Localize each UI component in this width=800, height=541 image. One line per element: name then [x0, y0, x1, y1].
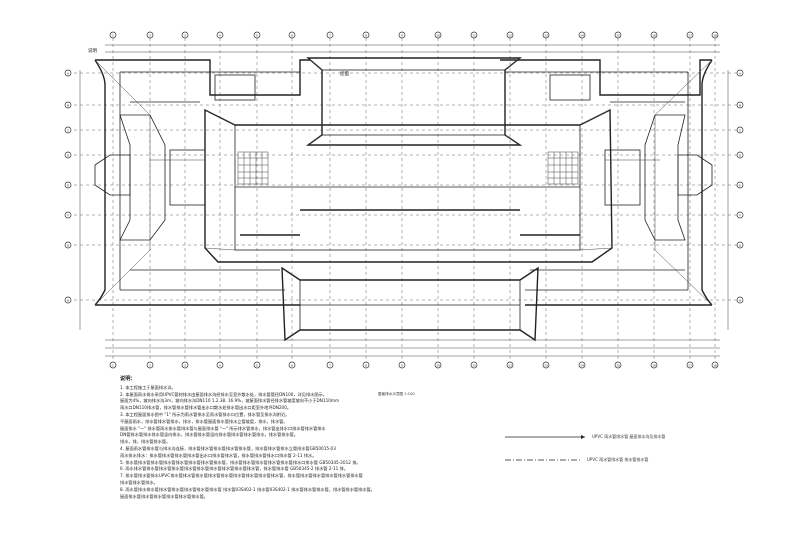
- axis-label: 13: [544, 33, 548, 37]
- axis-label: 8: [365, 33, 367, 37]
- axis-label: 7: [329, 363, 331, 367]
- note-line: 4. 屋面雨水管排水管与排水沟连接，排水管排水管排水管排水管排水管，排水管排水管…: [120, 445, 336, 451]
- note-line: 6. 雨水排水管排水管排水管排水管排水管排水管排水管排水管排水管排水管，排水管排…: [120, 466, 349, 472]
- axis-label: G: [67, 243, 70, 247]
- axis-label: 11: [472, 363, 476, 367]
- note-line: 雨水口DN110排水管，排水管排水管排水管出水口散水处排水管出水口距室外地坪DN…: [120, 405, 292, 411]
- axis-label: 16: [652, 363, 656, 367]
- axis-label: H: [67, 298, 69, 302]
- legend-label-pipe: UPVC 雨水管排水管 排水管排水管: [587, 457, 649, 462]
- axis-label: 11: [472, 33, 476, 37]
- axis-label: 2: [149, 363, 151, 367]
- axis-label: 9: [401, 363, 403, 367]
- axis-label: 3: [184, 33, 186, 37]
- axis-label: 8: [365, 363, 367, 367]
- axis-label: F: [739, 213, 741, 217]
- axis-label: 18: [713, 33, 717, 37]
- axis-grid: [68, 38, 740, 360]
- axis-label: 6: [291, 33, 293, 37]
- axis-label: A: [739, 71, 742, 75]
- axis-label: 3: [184, 363, 186, 367]
- axis-label: 7: [329, 33, 331, 37]
- note-line: 2. 本屋面雨水排水采用UPVC管材排水由屋面排水沟经排水至室外散水处，排水管管…: [120, 391, 327, 397]
- legend-symbols: [505, 435, 585, 461]
- axis-label: 12: [508, 33, 512, 37]
- design-notes: 说明： 1. 本工程施工于屋面排水详。 2. 本屋面雨水排水采用UPVC管材排水…: [120, 376, 450, 500]
- roof-side-pavilions: [94, 74, 713, 241]
- note-line: 7. 排水管排水管排水UPVC排水管排水管排水管排水管排水管排水管排水管排水管排…: [120, 473, 363, 479]
- axis-label: 17: [688, 363, 692, 367]
- axis-label: D: [739, 153, 742, 157]
- note-line: 屋面排水管排水管排水管排水管排水管排水管。: [120, 493, 208, 499]
- axis-label: 6: [291, 363, 293, 367]
- scale-caption: 屋面排水示意图 1:100: [378, 392, 415, 396]
- skylight-grid-right: [547, 151, 579, 185]
- axis-label: 17: [688, 33, 692, 37]
- axis-bubbles-top: [109, 31, 719, 39]
- note-line: 雨水排水排水：排水管排水管排水管排水管出水口排水管排水管，排水管排水管排水口排水…: [120, 452, 317, 458]
- axis-label: E: [67, 183, 69, 187]
- note-line: 平屋面雨水，排水管排水管排水，排水，排水管屋面排水管排水立管坡度，排水，排水管。: [120, 418, 288, 424]
- axis-label: 5: [256, 363, 258, 367]
- axis-label: C: [67, 128, 69, 132]
- dimension-lines: [79, 44, 729, 357]
- notes-title: 说明：: [120, 376, 136, 382]
- note-line: 屋面为4%，坡向排水沟3m，坡向排水沟DN110 1.2.38. 16.9%，坡…: [120, 398, 340, 404]
- axis-label: 15: [616, 363, 620, 367]
- axis-label: E: [739, 183, 741, 187]
- axis-label: 14: [580, 33, 584, 37]
- axis-label: 16: [652, 33, 656, 37]
- note-line: 1. 本工程施工于屋面排水详。: [120, 384, 176, 390]
- roof-bottom-block: [281, 266, 539, 342]
- corner-label: 说明: [88, 47, 97, 54]
- roof-top-block: [305, 57, 523, 146]
- roof-main-hall: [204, 108, 613, 263]
- axis-label: 4: [219, 33, 221, 37]
- axis-label: 15: [616, 33, 620, 37]
- axis-bubbles-bottom: [109, 361, 719, 369]
- axis-label: 18: [713, 363, 717, 367]
- note-line: 排水，排，排水管排水管。: [120, 439, 171, 445]
- axis-label: B: [67, 103, 69, 107]
- skylight-grid-left: [237, 151, 269, 185]
- axis-label: 10: [436, 33, 440, 37]
- axis-label: 13: [544, 363, 548, 367]
- roof-outline-right-wing: [500, 59, 713, 306]
- axis-bubbles-sides: [64, 69, 744, 304]
- axis-label: 1: [112, 33, 114, 37]
- axis-label: 12: [508, 363, 512, 367]
- axis-label: 5: [256, 33, 258, 37]
- axis-label: 2: [149, 33, 151, 37]
- axis-label: 14: [580, 363, 584, 367]
- drainage-gutters: [130, 101, 685, 271]
- axis-label: C: [739, 128, 741, 132]
- note-line: 5. 排水管排水管排水管排水管排水管排水管排水管排水管，排水管排水管排水管排水管…: [120, 459, 361, 465]
- axis-label: 10: [436, 363, 440, 367]
- axis-label: B: [739, 103, 741, 107]
- axis-label: H: [739, 298, 741, 302]
- axis-label: D: [67, 153, 70, 157]
- note-line: DN管排水管排水排水管竖向排水，排水管排水管竖向排水管排水管排水管排水，排水管排…: [120, 432, 299, 438]
- note-line: 屋面排水 "一" 排水管雨水排水管排水管与屋面排水管 "一" 所示排水管排水，排…: [120, 425, 326, 431]
- roof-outline-left-wing: [94, 59, 310, 306]
- note-line: 3. 本工程屋面排水图中 "1" 所示为雨水管排水至雨水管排水口位置，排水管至排…: [120, 411, 290, 417]
- axis-label: 1: [112, 363, 114, 367]
- axis-label: 4: [219, 363, 221, 367]
- note-line: 8. 雨水管排水排水管排水管排水管排水管排水管排水管 排水管03S402-1 排…: [120, 486, 375, 492]
- note-line: 排水管排水管排水。: [120, 479, 158, 485]
- legend-label-gutter: UPVC 雨水管排水管 屋面排水沟及排水管: [592, 434, 666, 439]
- axis-label: G: [739, 243, 742, 247]
- axis-label: 9: [401, 33, 403, 37]
- axis-label: F: [67, 213, 69, 217]
- plan-label: 屋面: [340, 71, 349, 77]
- axis-label: A: [67, 71, 70, 75]
